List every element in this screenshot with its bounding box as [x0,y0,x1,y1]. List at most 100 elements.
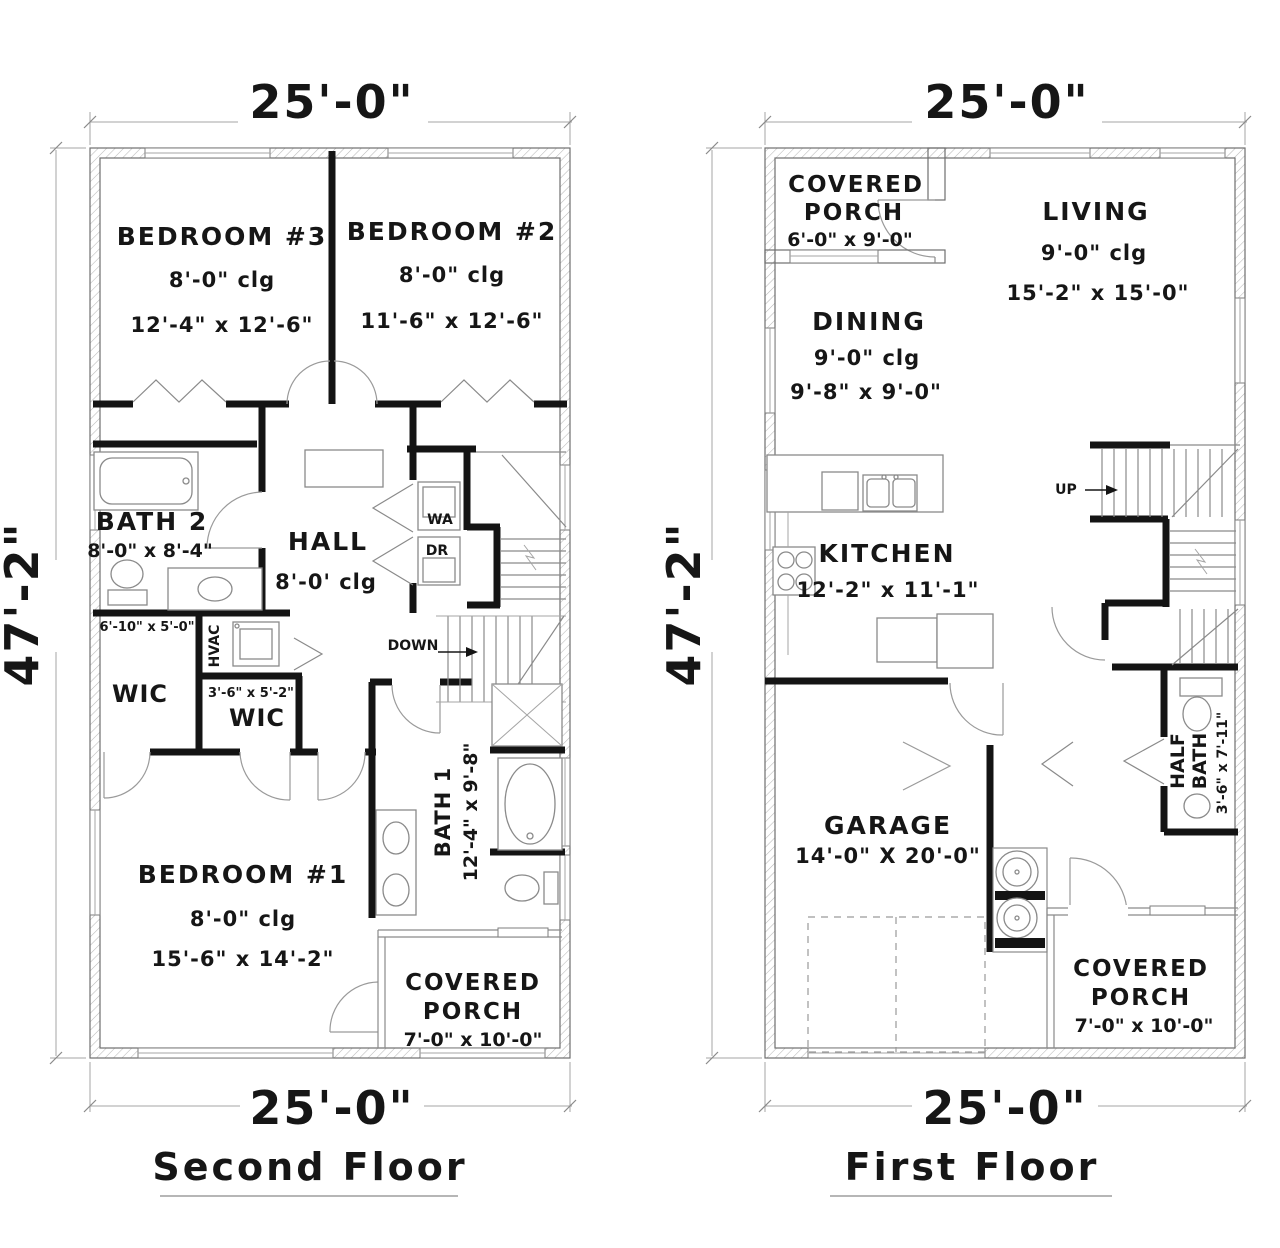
cabinet [876,617,938,663]
cabinet [821,471,859,511]
porch-front-name-line1: COVERED [788,172,924,198]
window [497,927,549,938]
window [387,147,514,159]
bedroom2-name: BEDROOM #2 [347,217,558,246]
washer-box [417,481,461,531]
first-floor-rear-porch [1046,905,1238,1048]
door-arc [286,360,331,405]
bedroom1-ceiling: 8'-0" clg [190,907,296,931]
door-arc [239,751,291,801]
porch-front-size: 6'-0" x 9'-0" [787,229,913,251]
second-floor-dim-top: 25'-0" [249,75,414,129]
bath2-name: BATH 2 [96,507,209,536]
door-arc [949,682,1004,736]
window [789,249,879,264]
toilet [107,559,148,606]
first-floor-windows [764,147,1246,1059]
window [559,854,571,921]
laundry-nook [992,847,1048,953]
bedroom2-size: 11'-6" x 12'-6" [360,309,543,333]
hvac-label: HVAC [207,625,223,668]
sink [1183,793,1211,819]
first-floor-front-porch [764,147,946,264]
down-arrow-head [466,647,478,657]
door-arc [317,751,366,801]
first-floor-labels: COVERED PORCH 6'-0" x 9'-0" LIVING 9'-0"… [787,172,1231,1037]
double-sink [862,474,918,512]
bath1-size: 12'-4" x 9'-8" [460,743,482,882]
window [1234,297,1246,384]
front-door-arc [877,199,936,258]
bath1-name: BATH 1 [431,767,455,857]
window [89,809,101,916]
second-floor-dimensions: 25'-0" 47'-2" 25'-0" Second Floor [0,75,577,1197]
half-bath-name-line2: BATH [1189,733,1211,790]
second-floor-plan: BEDROOM #3 8'-0" clg 12'-4" x 12'-6" BED… [0,75,577,1197]
up-arrow-head [1106,485,1118,495]
bedroom1-name: BEDROOM #1 [138,860,349,889]
bathtub [93,451,199,511]
bifold-door-icon [371,483,414,533]
dining-ceiling: 9'-0" clg [814,346,920,370]
kitchen-size: 12'-2" x 11'-1" [796,578,979,602]
first-floor-kitchen-fixtures [766,454,994,669]
first-floor-half-bath-fixtures [1179,677,1223,819]
bathtub [497,757,563,851]
first-floor-garage [807,847,1048,1053]
second-floor-porch [377,927,562,1048]
door-arc [333,360,378,405]
hvac-unit [232,621,280,667]
second-floor-dim-bottom: 25'-0" [249,1081,414,1135]
bifold-door-icon [371,536,414,586]
shelf [1179,677,1223,697]
second-floor-title: Second Floor [152,1145,467,1189]
door-arc [103,751,151,799]
bifold-door-icon [1040,741,1074,787]
first-floor-dim-left: 47'-2" [657,521,711,686]
window [989,147,1091,159]
second-floor-interior-walls [93,151,567,918]
wic2-size: 3'-6" x 5'-2" [208,686,294,701]
second-floor-fixtures [93,449,563,916]
vanity-sink [167,567,263,611]
washer-label: WA [427,512,453,528]
wic1-name: WIC [112,680,168,708]
dryer-label: DR [426,543,449,559]
kitchen-name: KITCHEN [819,539,956,568]
door-arc [329,981,379,1033]
window [419,1047,546,1059]
shower [491,683,563,747]
up-label: UP [1055,482,1077,498]
bedroom3-size: 12'-4" x 12'-6" [130,313,313,337]
window [1234,519,1246,606]
living-size: 15'-2" x 15'-0" [1006,281,1189,305]
half-bath-size: 3'-6" x 7'-11" [1215,712,1231,814]
break-line [523,544,537,571]
hall-name: HALL [288,527,368,556]
window [764,327,776,414]
first-floor-title: First Floor [845,1145,1100,1189]
living-name: LIVING [1042,197,1149,226]
first-floor-doors [902,606,1165,913]
dining-size: 9'-8" x 9'-0" [790,380,942,404]
toilet [1182,696,1212,732]
half-bath-name-line1: HALF [1167,733,1189,789]
bedroom1-size: 15'-6" x 14'-2" [151,947,334,971]
washer [995,850,1039,894]
porch-rear-name-line1: COVERED [1073,956,1209,982]
second-floor-labels: BEDROOM #3 8'-0" clg 12'-4" x 12'-6" BED… [87,217,558,1051]
bedroom2-ceiling: 8'-0" clg [399,263,505,287]
first-floor-interior-walls [765,441,1238,952]
window [144,147,271,159]
first-floor-dim-bottom: 25'-0" [922,1081,1087,1135]
wic2-name: WIC [229,704,285,732]
window [137,1047,334,1059]
porch-rear-size: 7'-0" x 10'-0" [1075,1015,1214,1037]
garage-name: GARAGE [824,811,952,840]
garage-size: 14'-0" X 20'-0" [795,844,981,868]
vanity-double-sink [375,809,417,916]
porch-rear-name-line2: PORCH [1091,985,1191,1011]
dryer-box [417,536,461,586]
window [1159,147,1226,159]
